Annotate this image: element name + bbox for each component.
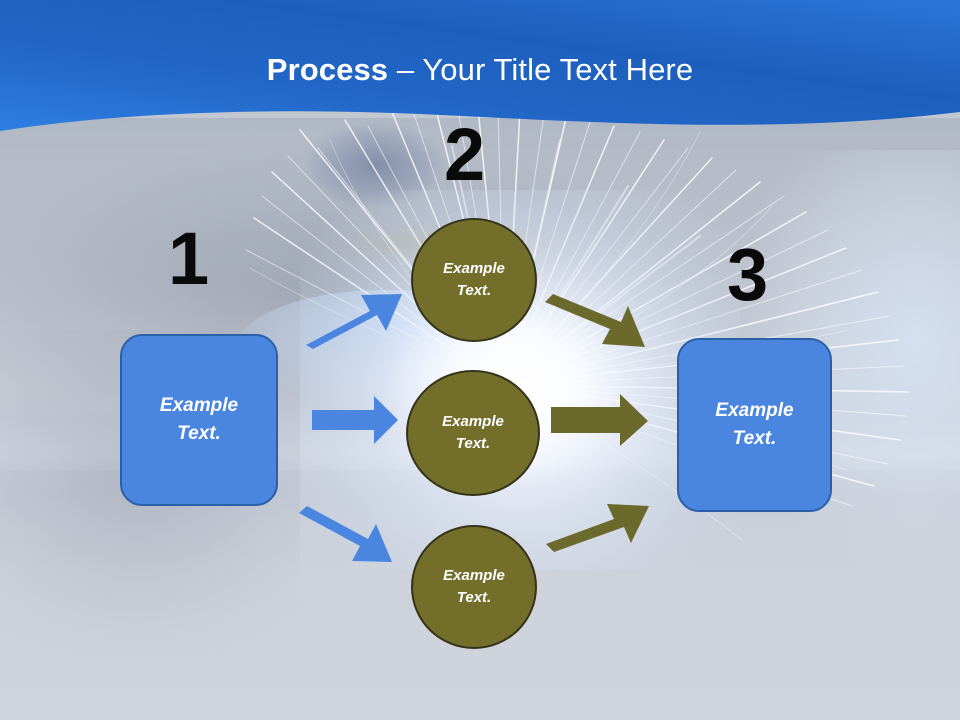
arrow-start-to-circle-top [306, 294, 402, 349]
end-box-line1: Example [715, 400, 794, 422]
circle-node-middle-line1: Example [442, 412, 504, 430]
circle-node-middle[interactable]: Example Text. [406, 370, 540, 496]
circle-node-top-line2: Text. [456, 282, 492, 299]
step-number-1: 1 [168, 217, 210, 300]
arrow-start-to-circle-bottom [299, 506, 392, 562]
arrow-circle-top-to-end [545, 294, 645, 347]
circle-node-middle-line2: Text. [455, 435, 491, 452]
step-number-3: 3 [727, 233, 769, 316]
page-title: Process – Your Title Text Here [0, 52, 960, 88]
arrow-circle-mid-to-end [551, 394, 648, 446]
end-box[interactable]: Example Text. [677, 338, 832, 512]
circle-node-bottom-line1: Example [443, 566, 505, 584]
start-box-line1: Example [159, 395, 239, 417]
header-band [0, 0, 960, 131]
circle-node-bottom[interactable]: Example Text. [411, 525, 537, 649]
page-title-light: Your Title Text Here [422, 52, 694, 87]
arrow-circle-bottom-to-end [546, 504, 649, 552]
arrow-start-to-circle-mid [312, 396, 398, 444]
page-title-separator: – [388, 52, 423, 87]
end-box-line2: Text. [732, 428, 777, 449]
start-box[interactable]: Example Text. [120, 334, 278, 506]
step-number-2: 2 [444, 113, 486, 196]
page-title-strong: Process [266, 52, 389, 87]
start-box-line2: Text. [177, 423, 221, 444]
circle-node-bottom-line2: Text. [456, 589, 492, 606]
circle-node-top[interactable]: Example Text. [411, 218, 537, 342]
circle-node-top-line1: Example [443, 259, 505, 277]
